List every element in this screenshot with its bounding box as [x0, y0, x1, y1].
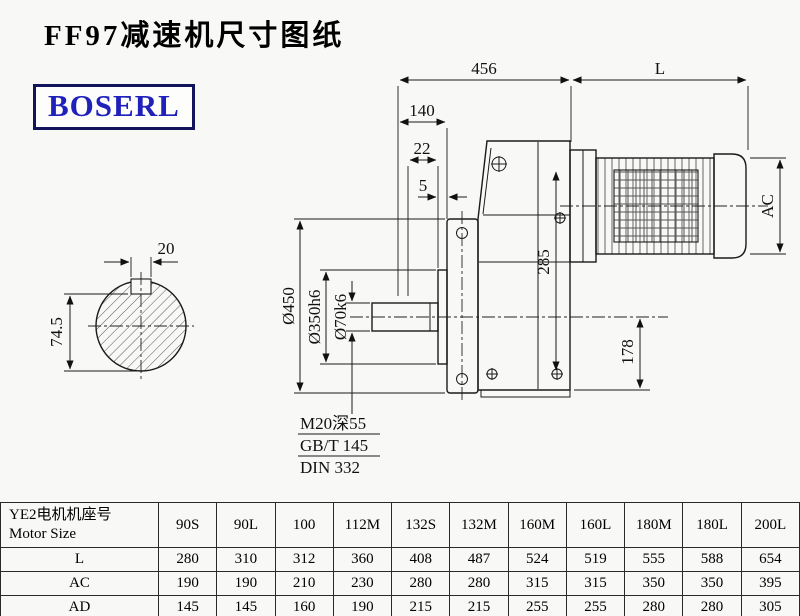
cell: 280	[624, 595, 684, 616]
cell: 315	[565, 571, 626, 596]
cell: 408	[391, 547, 451, 572]
note-gbt-standard: GB/T 145	[300, 436, 368, 455]
dim-L-label: L	[655, 59, 665, 78]
cell: 280	[391, 571, 451, 596]
cell: 360	[332, 547, 393, 572]
col-header: 100	[274, 502, 334, 548]
col-header: 180M	[624, 502, 684, 548]
cell: 215	[449, 595, 509, 616]
cell: 190	[157, 571, 218, 596]
cell: 350	[682, 571, 742, 596]
dim-dia70-label: Ø70k6	[331, 294, 350, 340]
technical-drawing: 456 L 140 22 5 AC 285	[47, 59, 786, 477]
cell: 255	[507, 595, 567, 616]
cell: 210	[274, 571, 334, 596]
dim-AC-label: AC	[758, 194, 777, 218]
col-header: 160L	[565, 502, 626, 548]
table-header-motor-size: YE2电机机座号 Motor Size	[0, 502, 159, 548]
dim-285-label: 285	[534, 249, 553, 275]
col-header: 112M	[332, 502, 393, 548]
header-en: Motor Size	[9, 526, 77, 542]
cell: 654	[740, 547, 800, 572]
cell: 190	[216, 571, 276, 596]
cell: 230	[332, 571, 393, 596]
cell: 588	[682, 547, 742, 572]
dim-178-label: 178	[618, 339, 637, 365]
note-tapped-hole: M20深55	[300, 414, 366, 433]
cell: 519	[565, 547, 626, 572]
table-row: AC 190 190 210 230 280 280 315 315 350 3…	[0, 571, 800, 596]
shaft-section-detail: 20 74.5	[47, 239, 194, 380]
row-label: L	[0, 547, 159, 572]
dim-20-label: 20	[158, 239, 175, 258]
thread-notes: M20深55 GB/T 145 DIN 332	[298, 353, 380, 477]
dim-5-label: 5	[419, 176, 428, 195]
gearbox-main-view	[371, 140, 747, 398]
motor-dimension-table: YE2电机机座号 Motor Size 90S 90L 100 112M 132…	[0, 502, 800, 616]
col-header: 132S	[391, 502, 451, 548]
cell: 350	[624, 571, 684, 596]
cell: 487	[449, 547, 509, 572]
cell: 524	[507, 547, 567, 572]
cell: 280	[682, 595, 742, 616]
centerlines	[350, 205, 768, 400]
mounting-flange	[446, 218, 479, 394]
row-label: AD	[0, 595, 159, 616]
col-header: 200L	[740, 502, 800, 548]
header-cn: YE2电机机座号	[9, 507, 112, 523]
boserl-logo: BOSERL	[33, 84, 195, 130]
table-row: L 280 310 312 360 408 487 524 519 555 58…	[0, 547, 800, 572]
col-header: 90L	[216, 502, 276, 548]
motor-fan-cover	[713, 153, 747, 259]
cell: 305	[740, 595, 800, 616]
cell: 310	[216, 547, 276, 572]
dim-745-label: 74.5	[47, 317, 66, 347]
dim-22-label: 22	[414, 139, 431, 158]
bolt-hole-markers	[486, 156, 566, 380]
cell: 255	[565, 595, 626, 616]
row-label: AC	[0, 571, 159, 596]
cell: 215	[391, 595, 451, 616]
col-header: 160M	[507, 502, 567, 548]
dim-140-label: 140	[409, 101, 435, 120]
cell: 280	[157, 547, 218, 572]
col-header: 132M	[449, 502, 509, 548]
note-din-standard: DIN 332	[300, 458, 360, 477]
cell: 395	[740, 571, 800, 596]
dimensions: 456 L 140 22 5 AC 285	[279, 59, 786, 394]
cell: 160	[274, 595, 334, 616]
logo-text: BOSERL	[48, 88, 180, 123]
cell: 190	[332, 595, 393, 616]
cell: 145	[157, 595, 218, 616]
cell: 280	[449, 571, 509, 596]
cell: 312	[274, 547, 334, 572]
cell: 145	[216, 595, 276, 616]
dim-456-label: 456	[471, 59, 497, 78]
dim-dia450-label: Ø450	[279, 287, 298, 325]
table-header-row: YE2电机机座号 Motor Size 90S 90L 100 112M 132…	[0, 502, 800, 548]
page-title: FF97减速机尺寸图纸	[44, 20, 345, 52]
dim-dia350-label: Ø350h6	[305, 290, 324, 345]
cell: 555	[624, 547, 684, 572]
col-header: 90S	[157, 502, 218, 548]
cell: 315	[507, 571, 567, 596]
table-row: AD 145 145 160 190 215 215 255 255 280 2…	[0, 595, 800, 616]
col-header: 180L	[682, 502, 742, 548]
